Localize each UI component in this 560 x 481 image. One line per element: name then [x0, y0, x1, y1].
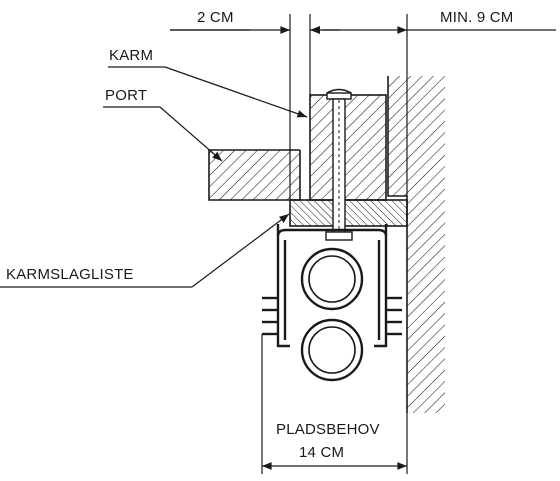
label-pladsbehov: PLADSBEHOV	[276, 421, 380, 438]
roller-bracket	[262, 224, 402, 382]
roller-lower	[300, 318, 364, 382]
frame-section	[309, 94, 387, 201]
top-dimensions	[170, 14, 556, 200]
door-section	[208, 149, 301, 201]
leader-lines	[0, 66, 308, 288]
roller-upper	[300, 247, 364, 311]
label-14cm: 14 CM	[299, 444, 344, 461]
frame-hatch	[310, 95, 386, 200]
label-port: PORT	[105, 87, 147, 104]
wall	[387, 76, 445, 413]
label-2cm: 2 CM	[197, 9, 234, 26]
bracket-flange-left	[262, 296, 278, 336]
frame-stop-strip	[289, 199, 408, 227]
label-min-9cm: MIN. 9 CM	[440, 9, 513, 26]
bracket-flange-right	[386, 296, 402, 336]
bottom-dimension	[261, 334, 408, 474]
door-outline	[208, 149, 300, 201]
wall-edge	[387, 76, 408, 413]
strip-hatch	[290, 200, 407, 226]
bolt	[325, 88, 353, 241]
strip-outline	[289, 199, 408, 227]
label-karmslagliste: KARMSLAGLISTE	[6, 266, 134, 283]
door-hatch	[209, 150, 300, 200]
wall-hatch	[388, 76, 445, 413]
label-karm: KARM	[109, 47, 153, 64]
